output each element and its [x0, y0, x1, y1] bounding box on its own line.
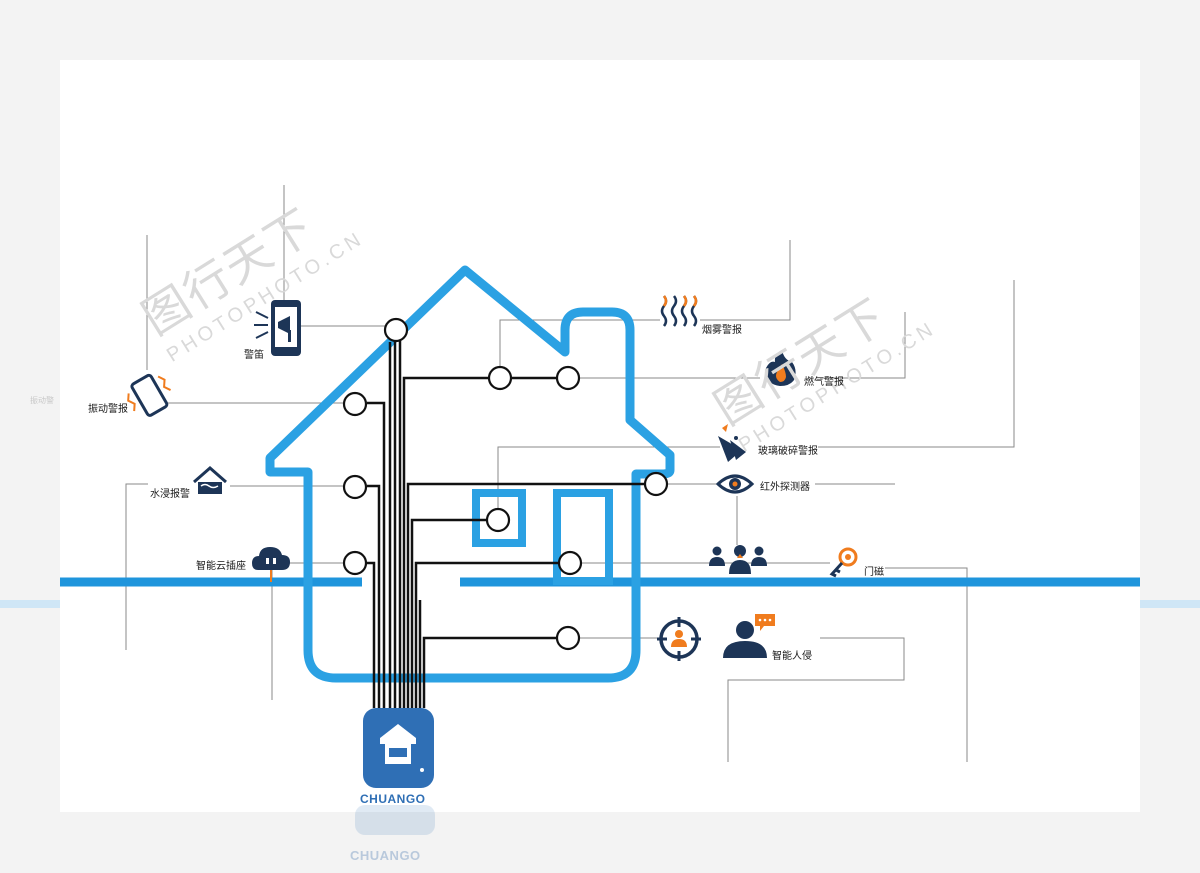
label-water: 水浸报警 — [150, 489, 190, 500]
vibration-icon — [127, 373, 171, 417]
house-window — [472, 489, 526, 547]
label-pir: 红外探测器 — [760, 482, 810, 493]
label-vibration: 振动警报 — [88, 404, 128, 415]
gas-flame-icon — [765, 350, 796, 386]
label-gas: 燃气警报 — [804, 377, 844, 388]
faint-label: 振动警 — [30, 396, 54, 405]
wire-bundle — [367, 330, 656, 708]
people-group-icon — [709, 545, 767, 574]
intruder-icon — [723, 614, 775, 658]
glass-break-icon — [718, 424, 746, 462]
connection-nodes — [342, 317, 669, 651]
brand-name: CHUANGO — [360, 792, 426, 806]
leader-intrusion-right — [727, 637, 905, 762]
label-smoke: 烟雾警报 — [702, 325, 742, 336]
label-siren: 警笛 — [244, 350, 264, 361]
key-icon — [829, 547, 858, 578]
chuango-hub-icon — [363, 708, 434, 788]
siren-phone-icon — [254, 300, 301, 356]
leader-smoke — [499, 319, 660, 378]
node-smoke — [487, 365, 513, 391]
brand-reflection: CHUANGO — [350, 848, 421, 863]
node-water — [342, 474, 368, 500]
target-icon — [657, 617, 701, 661]
leader-door-right — [885, 567, 968, 762]
node-glass — [485, 507, 511, 533]
leader-lines — [125, 185, 1015, 762]
house-door — [553, 489, 613, 585]
label-glass: 玻璃破碎警报 — [758, 446, 818, 457]
node-plug — [342, 550, 368, 576]
card-background — [60, 60, 1140, 812]
node-gas — [555, 365, 581, 391]
leader-smoke-right — [700, 240, 791, 321]
label-intrusion: 智能人侵 — [772, 651, 812, 662]
leader-water-left — [125, 483, 148, 650]
eye-icon — [715, 474, 755, 494]
leader-glass — [818, 280, 1015, 448]
hub-reflection — [355, 805, 435, 835]
node-door — [557, 550, 583, 576]
node-siren — [383, 317, 409, 343]
node-pir — [643, 471, 669, 497]
water-leak-icon — [193, 466, 227, 494]
cloud-plug-icon — [252, 547, 290, 582]
label-door: 门磁 — [864, 567, 884, 578]
label-plug: 智能云插座 — [196, 561, 246, 572]
smoke-icon — [660, 295, 698, 327]
leader-gas-right — [820, 312, 906, 379]
node-vibration — [342, 391, 368, 417]
node-intrusion — [555, 625, 581, 651]
house-outline — [265, 265, 675, 683]
